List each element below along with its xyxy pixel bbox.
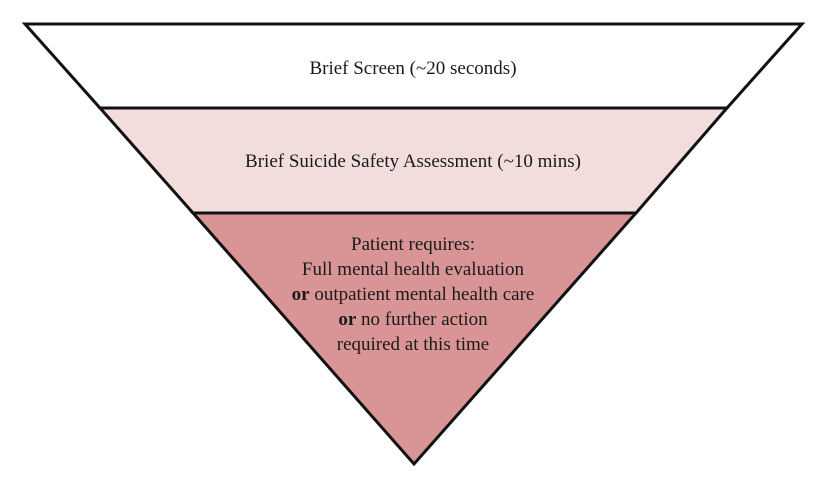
tier-3-line-4-or: or xyxy=(338,309,357,330)
tier-3-line-4: or no further action xyxy=(338,309,488,330)
tier-3-line-4-rest: no further action xyxy=(356,309,488,330)
tier-3-line-2: Full mental health evaluation xyxy=(302,259,525,280)
tier-3-line-3-rest: outpatient mental health care xyxy=(310,284,535,305)
tier-3-line-3: or outpatient mental health care xyxy=(292,284,535,305)
tier-3-line-1: Patient requires: xyxy=(351,234,475,255)
tier-3-line-5: required at this time xyxy=(337,334,489,355)
tier-1-label: Brief Screen (~20 seconds) xyxy=(309,58,516,79)
tier-2-label: Brief Suicide Safety Assessment (~10 min… xyxy=(245,151,581,172)
tier-3-label-group: Patient requires: Full mental health eva… xyxy=(292,234,535,355)
tier-1-shape xyxy=(21,22,806,110)
tier-3-line-3-or: or xyxy=(292,284,311,305)
